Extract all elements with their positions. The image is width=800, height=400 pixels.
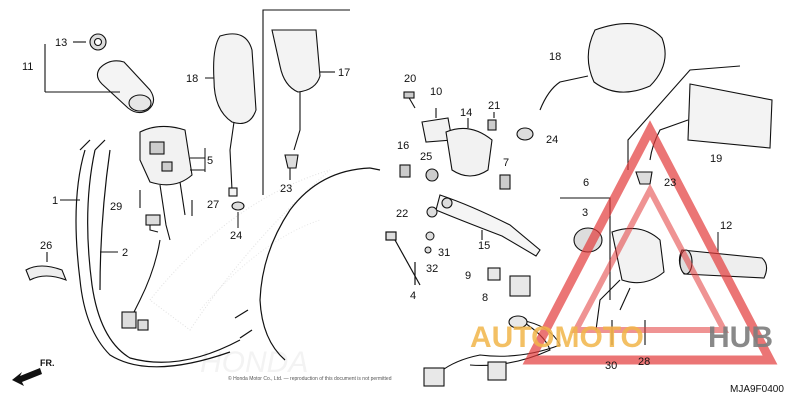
small-hardware: [424, 206, 438, 254]
callout-10: 10: [430, 86, 442, 98]
watermark-word-b: HUB: [708, 321, 773, 354]
callout-19: 19: [710, 153, 722, 165]
watermark-word-a: AUTOMOTO: [470, 321, 644, 354]
callout-17: 17: [338, 67, 350, 79]
part-code: MJA9F0400: [730, 384, 784, 395]
callout-23: 23: [280, 183, 292, 195]
callout-21: 21: [488, 100, 500, 112]
callout-28: 28: [638, 356, 650, 368]
callout-14: 14: [460, 107, 472, 119]
clutch-lever: [435, 194, 541, 257]
left-mirror: [213, 33, 257, 211]
callout-9: 9: [465, 270, 471, 282]
callout-5: 5: [207, 155, 213, 167]
cable-band: [25, 252, 67, 281]
callout-6: 6: [583, 177, 589, 189]
callout-3: 3: [582, 207, 588, 219]
mirror-option-box: [262, 9, 350, 195]
callout-16: 16: [397, 140, 409, 152]
copyright-line: © Honda Motor Co., Ltd. — reproduction o…: [228, 375, 392, 382]
callout-27: 27: [207, 199, 219, 211]
callout-23b: 23: [664, 177, 676, 189]
callout-7: 7: [503, 157, 509, 169]
callout-32: 32: [426, 263, 438, 275]
callout-12: 12: [720, 220, 732, 232]
svg-text:HONDA: HONDA: [200, 346, 308, 379]
direction-label: FR.: [40, 358, 55, 368]
watermark-triangle: [522, 120, 778, 365]
left-handlebar-switch: [121, 125, 193, 331]
callout-2: 2: [122, 247, 128, 259]
lever-bracket-parts: [399, 91, 534, 190]
clutch-cable: [259, 167, 421, 361]
callout-31: 31: [438, 247, 450, 259]
callout-15: 15: [478, 240, 490, 252]
honda-wing-watermark: HONDA: [149, 169, 331, 379]
callout-26: 26: [40, 240, 52, 252]
left-grip-assembly: [44, 33, 155, 114]
throttle-cables: [75, 139, 253, 368]
callout-4: 4: [410, 290, 416, 302]
callout-24: 24: [230, 230, 242, 242]
callout-18b: 18: [549, 51, 561, 63]
callout-22: 22: [396, 208, 408, 220]
callout-1: 1: [52, 195, 58, 207]
callout-20: 20: [404, 73, 416, 85]
front-direction-arrow: FR.: [12, 358, 55, 386]
callout-29: 29: [110, 201, 122, 213]
callout-30: 30: [605, 360, 617, 372]
callout-25: 25: [420, 151, 432, 163]
callout-18: 18: [186, 73, 198, 85]
right-mirror-round: [539, 23, 666, 111]
callout-24b: 24: [546, 134, 558, 146]
automotohub-watermark: AUTOMOTO HUB: [470, 120, 778, 365]
callout-labels: 1 2 3 4 5 6 7 8 9 10 11 12 13 14 15 16 1…: [22, 37, 732, 372]
callout-11: 11: [22, 61, 33, 73]
callout-13: 13: [55, 37, 67, 49]
callout-8: 8: [482, 292, 488, 304]
